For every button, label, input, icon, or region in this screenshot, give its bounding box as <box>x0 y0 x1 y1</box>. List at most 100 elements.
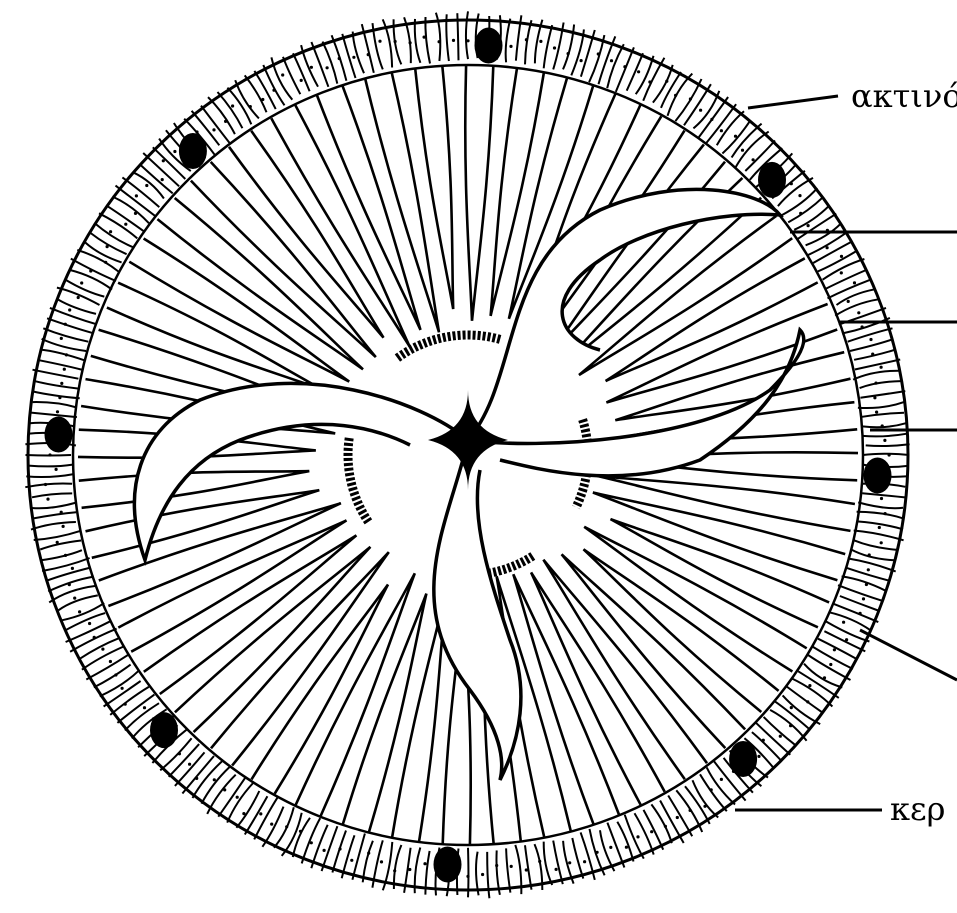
marginal-tentacle <box>636 56 654 94</box>
margin-dot <box>135 194 138 197</box>
margin-dot <box>689 809 692 812</box>
marginal-tentacle <box>764 717 797 746</box>
marginal-tentacle <box>651 804 671 843</box>
marginal-tentacle <box>829 612 871 630</box>
margin-dot <box>525 38 528 41</box>
margin-dot <box>880 366 883 369</box>
marginal-tentacle <box>235 80 259 118</box>
marginal-tentacle <box>717 111 744 145</box>
margin-dot <box>495 864 498 867</box>
margin-dot <box>871 353 874 356</box>
margin-dot <box>188 763 191 766</box>
margin-dot <box>762 739 765 742</box>
rhopalium <box>179 133 207 169</box>
margin-dot <box>124 703 127 706</box>
margin-dot <box>380 860 383 863</box>
margin-dot <box>648 80 651 83</box>
marginal-tentacle <box>854 540 898 550</box>
margin-dot <box>840 271 843 274</box>
margin-dot <box>323 849 326 852</box>
margin-dot <box>676 816 679 819</box>
marginal-tentacle <box>40 360 82 369</box>
margin-dot <box>46 498 49 501</box>
margin-dot <box>224 120 227 123</box>
margin-dot <box>880 541 883 544</box>
marginal-tentacle <box>825 270 866 289</box>
marginal-tentacle <box>863 454 910 455</box>
marginal-tentacle <box>99 213 137 238</box>
margin-dot <box>58 396 61 399</box>
marginal-tentacle <box>227 783 253 823</box>
margin-dot <box>48 453 51 456</box>
margin-dot <box>867 568 870 571</box>
marginal-tentacle <box>525 845 532 889</box>
radial-canal <box>79 471 309 508</box>
margin-dot <box>538 860 541 863</box>
margin-dot <box>699 109 702 112</box>
margin-dot <box>845 638 848 641</box>
margin-dot <box>114 673 117 676</box>
marginal-tentacle <box>33 370 79 379</box>
margin-dot <box>609 846 612 849</box>
marginal-tentacle <box>293 818 310 857</box>
margin-dot <box>568 861 571 864</box>
margin-dot <box>71 567 74 570</box>
marginal-tentacle <box>34 531 81 540</box>
marginal-tentacle <box>850 340 892 351</box>
margin-dot <box>873 396 876 399</box>
marginal-tentacle <box>851 549 896 560</box>
marginal-tentacle <box>707 767 735 804</box>
radial-canal <box>611 519 830 627</box>
marginal-tentacle <box>33 512 76 518</box>
margin-dot <box>63 368 66 371</box>
margin-dot <box>270 823 273 826</box>
margin-dot <box>121 687 124 690</box>
margin-dot <box>466 39 469 42</box>
margin-dot <box>853 281 856 284</box>
marginal-tentacle <box>862 423 906 427</box>
marginal-tentacle <box>84 242 121 263</box>
rhopalium <box>864 458 892 494</box>
leader-line-5 <box>860 630 957 680</box>
margin-dot <box>734 135 737 138</box>
marginal-tentacle <box>28 465 72 467</box>
marginal-tentacle <box>31 413 77 418</box>
margin-dot <box>236 796 239 799</box>
margin-dot <box>134 212 137 215</box>
margin-dot <box>757 755 760 758</box>
label-actinon: ακτινό <box>851 80 957 112</box>
marginal-tentacle <box>122 177 159 207</box>
margin-dot <box>808 684 811 687</box>
marginal-tentacle <box>525 20 532 64</box>
marginal-tentacle <box>415 19 421 63</box>
margin-dot <box>281 73 284 76</box>
margin-dot <box>77 296 80 299</box>
margin-dot <box>874 382 877 385</box>
marginal-tentacle <box>860 391 905 398</box>
marginal-tentacle <box>100 671 139 697</box>
marginal-tentacle <box>58 300 96 314</box>
margin-dot <box>378 40 381 43</box>
marginal-tentacle <box>736 132 769 168</box>
margin-dot <box>567 52 570 55</box>
margin-dot <box>89 269 92 272</box>
marginal-tentacle <box>834 604 879 622</box>
margin-dot <box>779 735 782 738</box>
marginal-tentacle <box>653 65 673 103</box>
marginal-tentacle <box>33 381 79 389</box>
margin-dot <box>789 724 792 727</box>
marginal-tentacle <box>824 631 865 651</box>
marginal-tentacle <box>544 25 553 68</box>
marginal-tentacle <box>40 541 81 550</box>
margin-dot <box>878 526 881 529</box>
margin-dot <box>394 40 397 43</box>
margin-dot <box>161 178 164 181</box>
marginal-tentacle <box>353 32 364 74</box>
marginal-tentacle <box>853 371 898 380</box>
rhopalium <box>434 847 462 883</box>
margin-dot <box>195 777 198 780</box>
marginal-tentacle <box>175 752 205 786</box>
marginal-tentacle <box>770 710 807 741</box>
marginal-tentacle <box>818 251 856 271</box>
margin-dot <box>623 65 626 68</box>
